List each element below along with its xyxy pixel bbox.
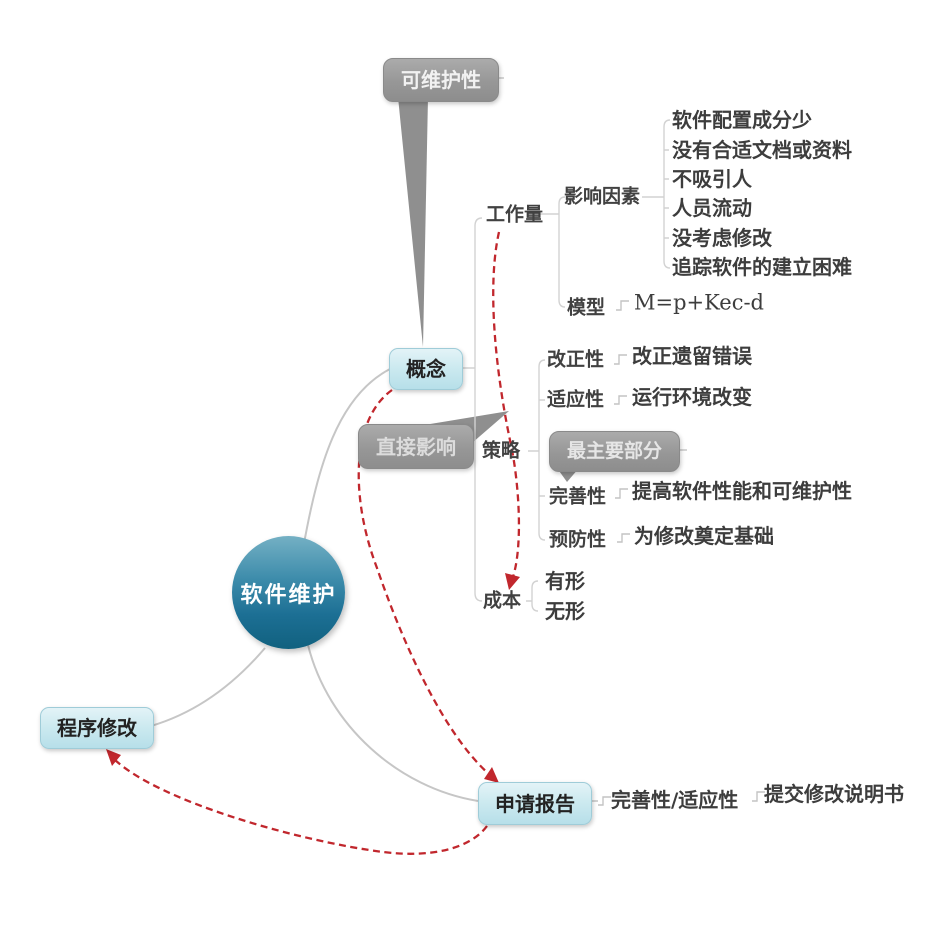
step-connector-report-desc — [752, 791, 765, 802]
step-connector-corrective — [614, 354, 627, 365]
topic-model[interactable]: 模型 — [567, 296, 606, 319]
topic-model-formula[interactable]: M=p+Kec-d — [634, 290, 764, 315]
step-connector-report-type — [590, 796, 611, 806]
factor-item-6[interactable]: 追踪软件的建立困难 — [672, 255, 852, 279]
strategy-perfective-desc[interactable]: 提高软件性能和可维护性 — [632, 479, 852, 503]
callout-main-part[interactable]: 最主要部分 — [549, 431, 680, 472]
callout-tail-maintainability — [398, 97, 428, 347]
topic-report-type[interactable]: 完善性/适应性 — [611, 788, 739, 812]
node-concept-label: 概念 — [406, 357, 446, 381]
strategy-adaptive-desc[interactable]: 运行环境改变 — [632, 385, 752, 409]
factor-item-1[interactable]: 软件配置成分少 — [672, 108, 812, 132]
bracket-workload-children — [540, 196, 566, 308]
arrowhead-program-change — [106, 749, 121, 766]
factor-item-5[interactable]: 没考虑修改 — [672, 226, 772, 250]
step-connector-adaptive — [614, 395, 627, 405]
bracket-factor-items — [642, 119, 671, 269]
strategy-adaptive[interactable]: 适应性 — [547, 388, 605, 411]
callout-maintainability[interactable]: 可维护性 — [383, 58, 499, 102]
callout-direct-impact[interactable]: 直接影响 — [358, 424, 474, 469]
branch-root-to-concept — [302, 368, 391, 550]
branch-root-to-request-report — [307, 644, 479, 802]
bracket-cost-children — [526, 580, 539, 612]
strategy-perfective[interactable]: 完善性 — [549, 485, 607, 508]
node-request-report[interactable]: 申请报告 — [478, 782, 592, 825]
relationship-workload-to-cost[interactable] — [492, 231, 521, 590]
topic-report-desc[interactable]: 提交修改说明书 — [764, 782, 904, 806]
factor-item-2[interactable]: 没有合适文档或资料 — [672, 138, 852, 162]
step-connector-perfective — [615, 488, 628, 499]
root-node-software-maintenance[interactable]: 软件维护 — [232, 536, 345, 649]
strategy-corrective-desc[interactable]: 改正遗留错误 — [632, 344, 752, 368]
cost-item-tangible[interactable]: 有形 — [545, 569, 585, 593]
cost-item-intangible[interactable]: 无形 — [545, 599, 585, 623]
relationship-request-report-to-program-change[interactable] — [106, 749, 488, 855]
node-request-report-label: 申请报告 — [495, 791, 575, 816]
callout-main-part-label: 最主要部分 — [566, 440, 662, 462]
topic-influence-factors[interactable]: 影响因素 — [564, 185, 641, 208]
topic-strategy[interactable]: 策略 — [482, 439, 521, 462]
arrowhead-request-report — [484, 767, 499, 783]
step-connector-model-formula — [616, 300, 629, 311]
topic-cost[interactable]: 成本 — [483, 589, 522, 612]
callout-maintainability-label: 可维护性 — [401, 68, 481, 92]
callout-direct-impact-label: 直接影响 — [376, 434, 456, 459]
root-node-label: 软件维护 — [240, 581, 337, 608]
strategy-preventive-desc[interactable]: 为修改奠定基础 — [634, 524, 774, 548]
node-program-change[interactable]: 程序修改 — [40, 707, 154, 749]
factor-item-3[interactable]: 不吸引人 — [672, 167, 752, 191]
arrowhead-cost — [505, 573, 520, 590]
step-connector-preventive — [617, 533, 630, 543]
strategy-corrective[interactable]: 改正性 — [547, 348, 605, 371]
branch-root-to-program-change — [150, 647, 266, 727]
strategy-preventive[interactable]: 预防性 — [549, 528, 607, 551]
node-concept[interactable]: 概念 — [389, 348, 463, 390]
topic-workload[interactable]: 工作量 — [486, 203, 544, 226]
node-program-change-label: 程序修改 — [57, 716, 137, 740]
factor-item-4[interactable]: 人员流动 — [672, 196, 752, 220]
bracket-strategy-children — [528, 359, 546, 541]
bracket-concept-children — [461, 217, 483, 602]
